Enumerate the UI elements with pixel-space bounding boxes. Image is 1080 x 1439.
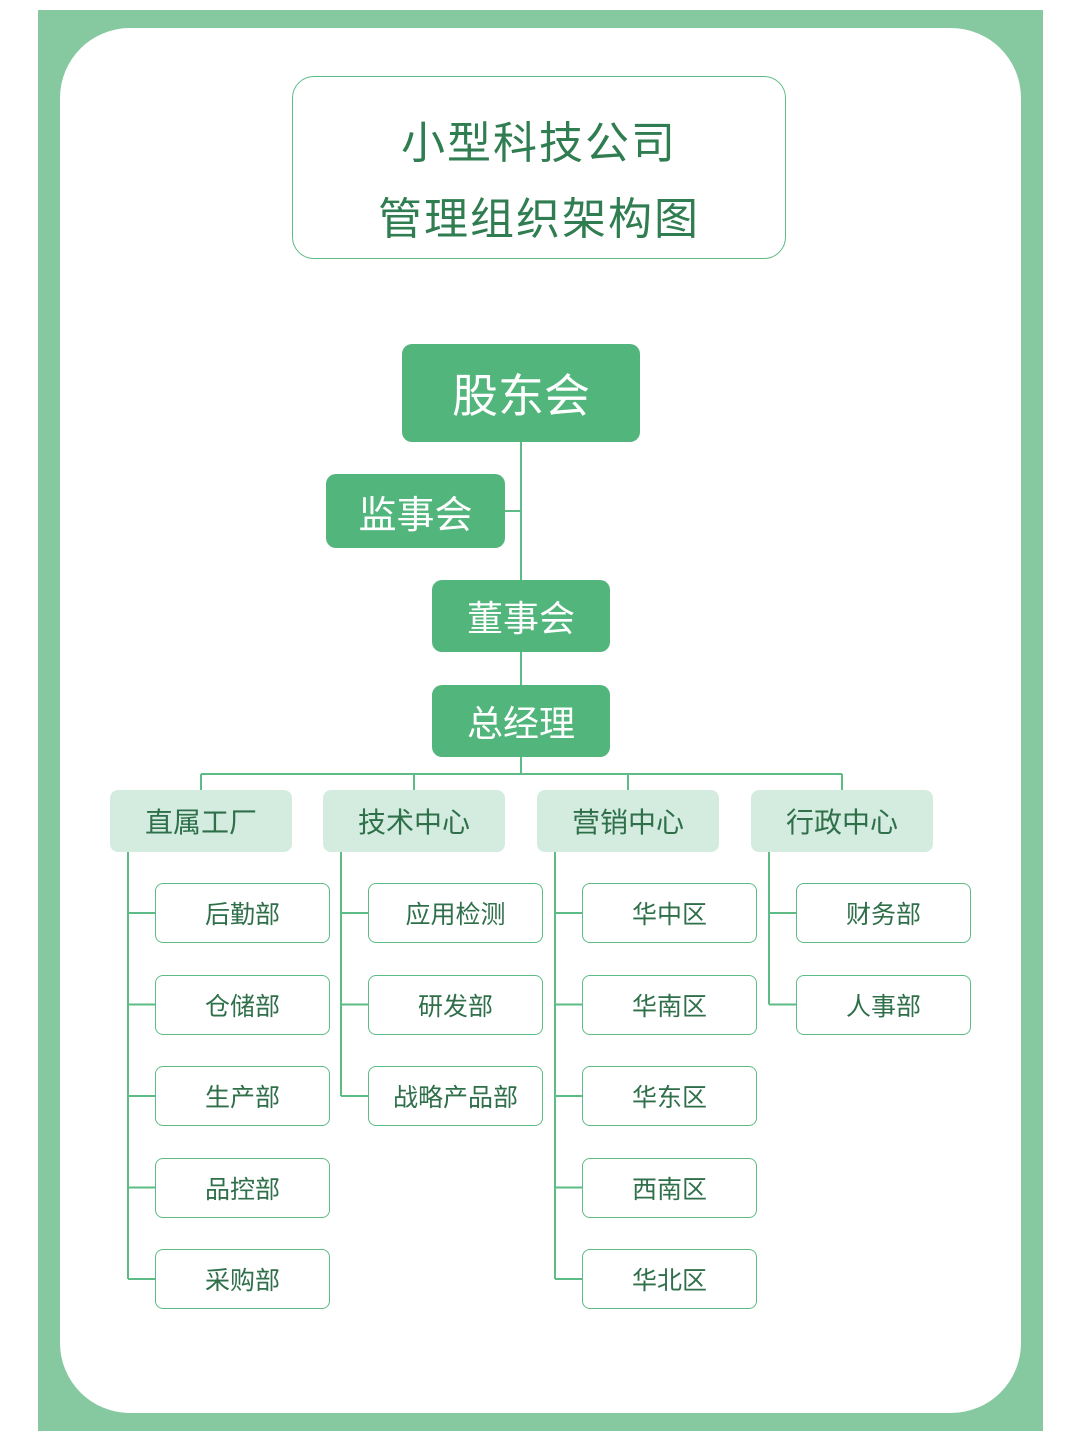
department-node: 采购部 xyxy=(155,1249,330,1309)
node-supervisors: 监事会 xyxy=(326,474,505,548)
department-node: 财务部 xyxy=(796,883,971,943)
center-node: 营销中心 xyxy=(537,790,719,852)
department-node: 华东区 xyxy=(582,1066,757,1126)
center-node: 技术中心 xyxy=(323,790,505,852)
leaf-connectors xyxy=(127,852,796,1280)
department-node: 应用检测 xyxy=(368,883,543,943)
title-box: 小型科技公司 管理组织架构图 xyxy=(292,76,786,259)
title-line-2: 管理组织架构图 xyxy=(378,194,700,245)
department-node: 后勤部 xyxy=(155,883,330,943)
center-node: 行政中心 xyxy=(751,790,933,852)
department-node: 华中区 xyxy=(582,883,757,943)
department-node: 仓储部 xyxy=(155,974,330,1035)
department-node: 研发部 xyxy=(368,974,543,1035)
node-general-manager: 总经理 xyxy=(432,685,610,757)
department-node: 华南区 xyxy=(582,974,757,1035)
node-shareholders: 股东会 xyxy=(402,344,640,442)
department-node: 品控部 xyxy=(155,1157,330,1218)
department-node: 华北区 xyxy=(582,1249,757,1309)
node-board: 董事会 xyxy=(432,580,610,652)
center-node: 直属工厂 xyxy=(110,790,292,852)
department-node: 西南区 xyxy=(582,1157,757,1218)
department-node: 生产部 xyxy=(155,1066,330,1126)
title-line-1: 小型科技公司 xyxy=(401,118,677,169)
department-node: 人事部 xyxy=(796,974,971,1035)
department-node: 战略产品部 xyxy=(368,1066,543,1126)
